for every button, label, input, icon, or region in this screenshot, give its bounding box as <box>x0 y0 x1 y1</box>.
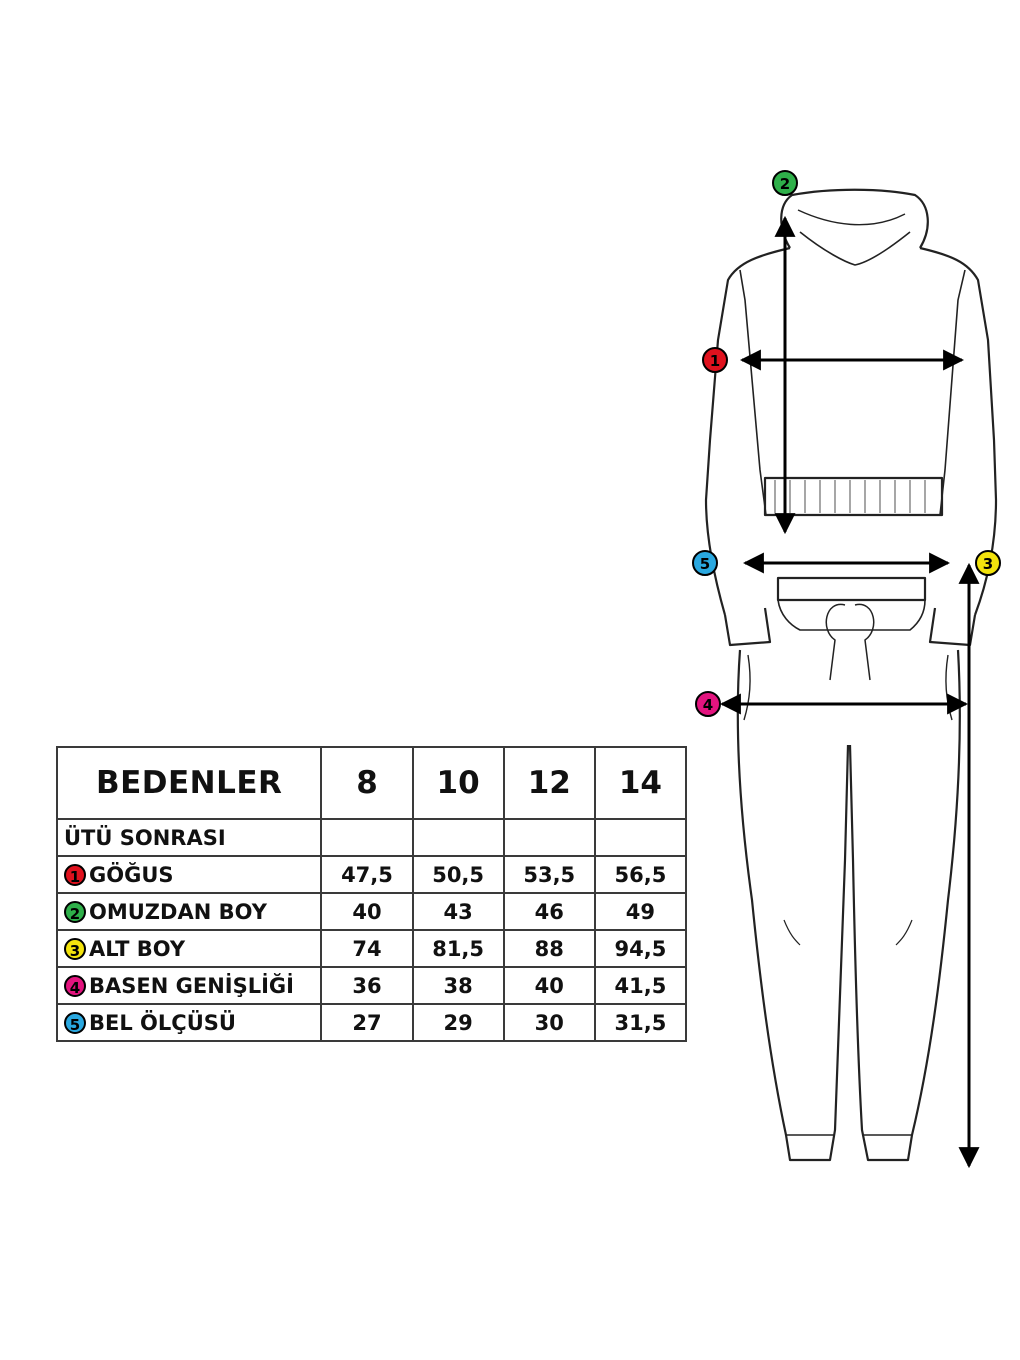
table-cell: 30 <box>502 1003 596 1042</box>
svg-text:2: 2 <box>780 175 790 193</box>
marker-3-icon: 3 <box>975 550 1001 576</box>
measurement-label: OMUZDAN BOY <box>89 900 267 924</box>
table-header-row: BEDENLER 8 10 12 14 <box>55 746 688 820</box>
table-cell: 46 <box>502 892 596 931</box>
table-cell: 31,5 <box>593 1003 688 1042</box>
size-header: 8 <box>320 746 414 820</box>
number-badge-icon: 3 <box>64 938 86 960</box>
size-header: 10 <box>411 746 505 820</box>
hoodie-drawing <box>704 188 998 647</box>
sizes-header-label: BEDENLER <box>55 746 323 820</box>
table-cell: 81,5 <box>411 929 505 968</box>
table-cell: 29 <box>411 1003 505 1042</box>
empty-cell <box>502 818 596 857</box>
table-cell: 38 <box>411 966 505 1005</box>
empty-cell <box>593 818 688 857</box>
subheader-row: ÜTÜ SONRASI <box>55 818 688 857</box>
table-cell: 49 <box>593 892 688 931</box>
measurement-label: GÖĞUS <box>89 863 174 887</box>
measurement-arrows <box>719 215 980 1169</box>
number-badge-icon: 2 <box>64 901 86 923</box>
after-ironing-label: ÜTÜ SONRASI <box>55 818 323 857</box>
table-cell: 94,5 <box>593 929 688 968</box>
marker-4-icon: 4 <box>695 691 721 717</box>
measurement-label: ALT BOY <box>89 937 186 961</box>
tracksuit-measurement-diagram: 1 2 3 4 5 <box>692 170 1001 1169</box>
table-cell: 50,5 <box>411 855 505 894</box>
size-header: 12 <box>502 746 596 820</box>
table-cell: 74 <box>320 929 414 968</box>
number-badge-icon: 4 <box>64 975 86 997</box>
table-cell: 27 <box>320 1003 414 1042</box>
table-cell: 41,5 <box>593 966 688 1005</box>
measurement-label: BASEN GENİŞLİĞİ <box>89 974 294 998</box>
svg-text:3: 3 <box>983 555 993 573</box>
marker-1-icon: 1 <box>702 347 728 373</box>
table-cell: 43 <box>411 892 505 931</box>
table-cell: 56,5 <box>593 855 688 894</box>
table-cell: 36 <box>320 966 414 1005</box>
table-cell: 88 <box>502 929 596 968</box>
marker-5-icon: 5 <box>692 550 718 576</box>
svg-text:5: 5 <box>700 555 710 573</box>
number-badge-icon: 5 <box>64 1012 86 1034</box>
jogger-pants-drawing <box>736 576 961 1162</box>
size-header: 14 <box>593 746 688 820</box>
number-badge-icon: 1 <box>64 864 86 886</box>
table-cell: 53,5 <box>502 855 596 894</box>
measurement-label: BEL ÖLÇÜSÜ <box>89 1011 236 1035</box>
table-cell: 40 <box>502 966 596 1005</box>
table-cell: 47,5 <box>320 855 414 894</box>
marker-2-icon: 2 <box>772 170 798 196</box>
empty-cell <box>411 818 505 857</box>
empty-cell <box>320 818 414 857</box>
svg-text:1: 1 <box>710 352 720 370</box>
svg-text:4: 4 <box>703 696 713 714</box>
table-cell: 40 <box>320 892 414 931</box>
